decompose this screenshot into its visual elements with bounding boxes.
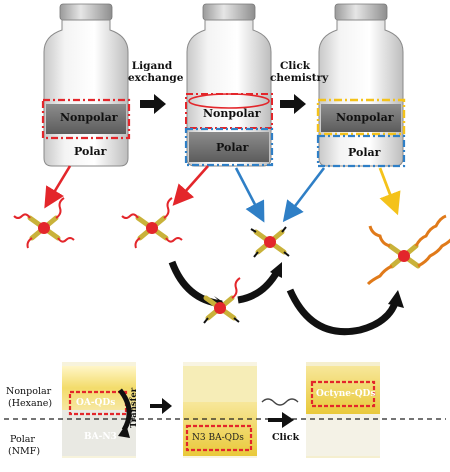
photo-arrow-2 [268, 412, 294, 428]
oa-qds-label: OA-QDs [76, 398, 116, 408]
click-chemistry-label: Click chemistry [270, 60, 329, 84]
qd-azide-center [250, 226, 290, 258]
curve-arrow-2 [237, 268, 282, 304]
process-arrow-1 [140, 94, 166, 114]
red-arrow-2 [172, 165, 209, 206]
bottle-2-upper-label: Nonpolar [203, 107, 261, 120]
process-arrow-2 [280, 94, 306, 114]
photo-2 [183, 362, 257, 458]
bottle-1 [41, 3, 131, 167]
qd-transition [203, 277, 241, 324]
polar-label: Polar [10, 434, 35, 445]
bottle-3 [316, 3, 406, 168]
blue-arrow-1 [234, 167, 265, 223]
photo-3 [306, 362, 380, 458]
qd-oleic-2 [121, 197, 183, 249]
curve-arrow-3 [286, 288, 400, 336]
curve-arrow-1 [168, 260, 223, 308]
photo-1 [62, 362, 136, 458]
bottle-3-lower-label: Polar [348, 146, 381, 159]
bottle-2 [184, 3, 274, 167]
red-arrow-1 [44, 165, 72, 209]
bottle-3-upper-label: Nonpolar [336, 111, 394, 124]
click-chemistry-line1: Click [279, 60, 310, 72]
transfer-label: Transfer [129, 387, 139, 428]
bottle-1-upper-label: Nonpolar [60, 111, 118, 124]
octyne-squiggle [261, 398, 299, 406]
blue-arrow-2 [282, 167, 326, 223]
qd-oleic-1 [13, 197, 75, 249]
n3-ba-qds-label: N3 BA-QDs [192, 433, 244, 443]
ba-n3-label: BA-N3 [84, 432, 117, 442]
nonpolar-label: Nonpolar [6, 386, 52, 397]
ligand-exchange-line2: exchange [128, 72, 184, 84]
click-label: Click [272, 432, 300, 443]
ligand-exchange-line1: Ligand [131, 60, 173, 72]
polar-solvent-label: (NMF) [8, 446, 41, 457]
nonpolar-solvent-label: (Hexane) [8, 398, 53, 409]
octyne-qds-label: Octyne-QDs [316, 389, 376, 399]
bottle-2-lower-label: Polar [216, 141, 249, 154]
bottle-1-lower-label: Polar [74, 145, 107, 158]
photo-arrow-1 [150, 398, 172, 414]
ligand-exchange-label: Ligand exchange [128, 60, 184, 84]
click-chemistry-line2: chemistry [270, 72, 329, 84]
qd-octyne [366, 214, 450, 286]
yellow-arrow [378, 167, 401, 216]
